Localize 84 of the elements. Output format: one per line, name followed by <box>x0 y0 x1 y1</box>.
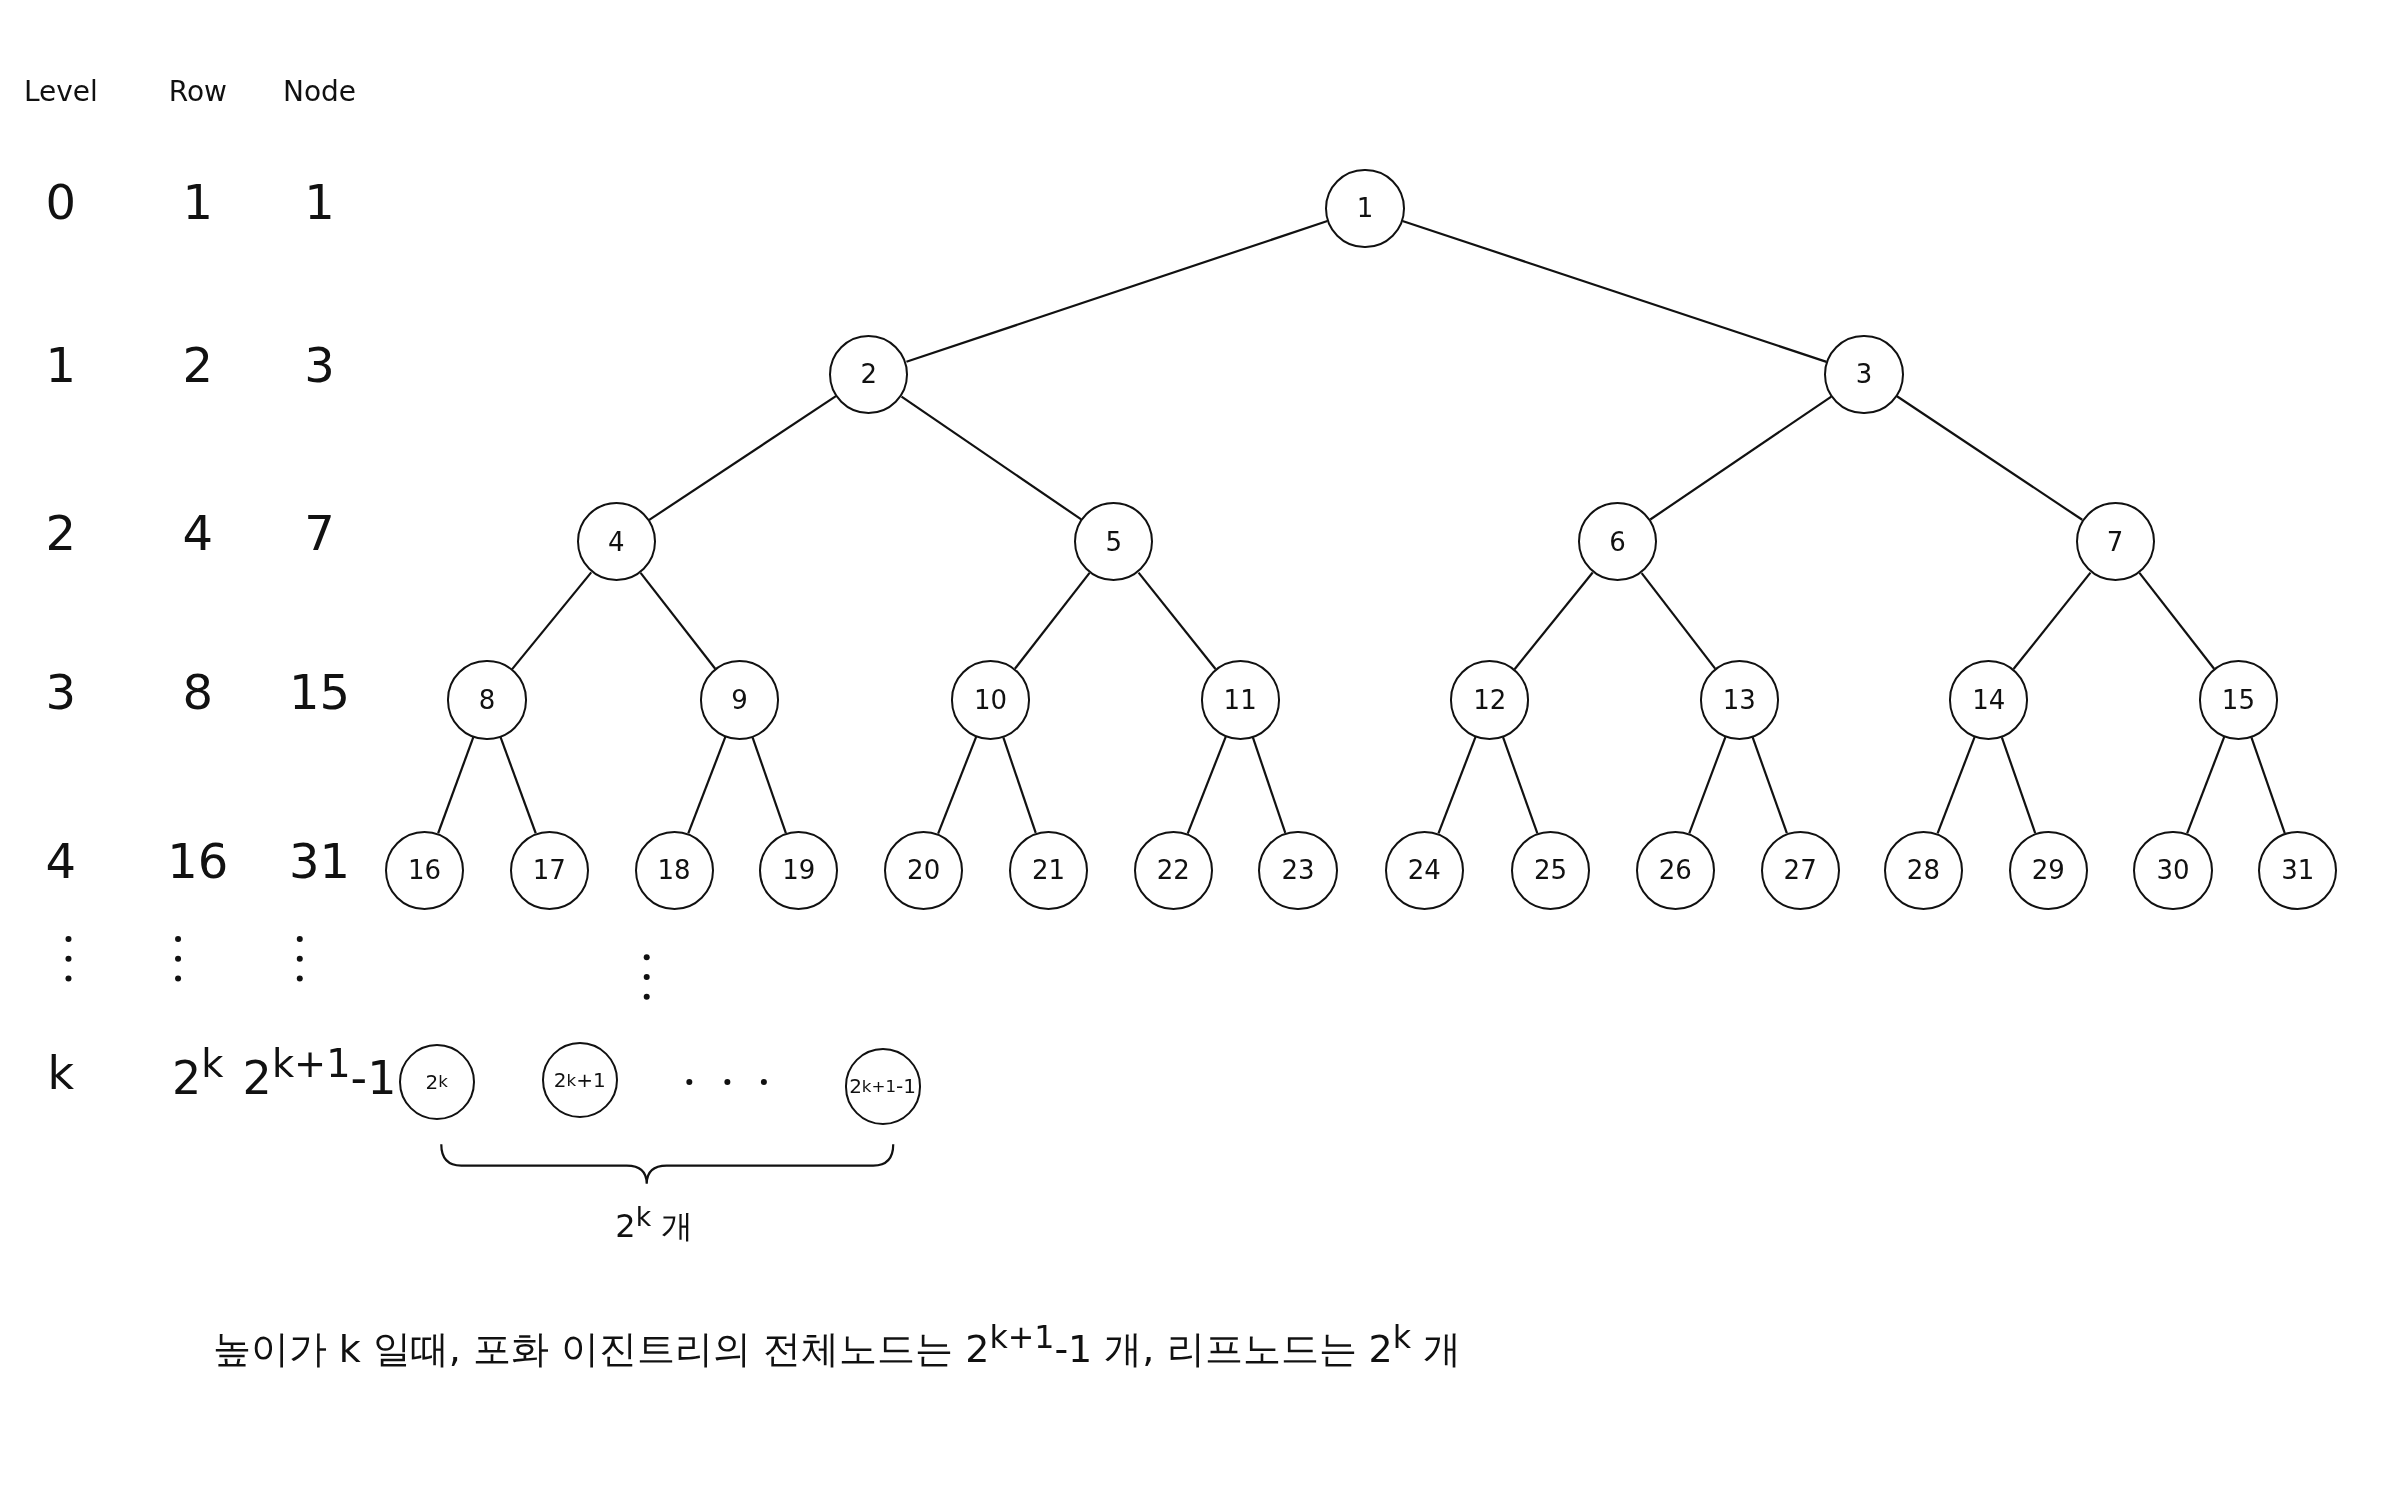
table-value: k <box>47 1045 75 1100</box>
table-value: 7 <box>304 504 335 561</box>
table-value: 4 <box>45 833 77 890</box>
tree-node: 30 <box>2133 830 2213 910</box>
tree-edge <box>1936 736 1976 834</box>
tree-node: 19 <box>759 830 839 910</box>
table-value: 15 <box>289 664 351 721</box>
tree-node: 25 <box>1511 830 1591 910</box>
tree-node: 21 <box>1008 830 1088 910</box>
tree-node: 31 <box>2258 830 2338 910</box>
table-value: 16 <box>167 833 229 890</box>
tree-node: 4 <box>576 502 656 582</box>
tree-edge <box>1502 736 1539 834</box>
table-value: 1 <box>45 337 77 394</box>
tree-edge <box>1513 571 1594 670</box>
table-value: 2$^{k}$ <box>172 1041 224 1105</box>
tree-node: 23 <box>1258 830 1338 910</box>
tree-node: 16 <box>385 830 465 910</box>
tree-edge <box>751 736 787 834</box>
table-value: 0 <box>45 174 77 231</box>
tree-node: 17 <box>509 830 589 910</box>
tree-edge <box>1002 737 1037 834</box>
tree-edge <box>1137 571 1217 670</box>
tree-node: 12 <box>1450 660 1530 740</box>
table-value: 3 <box>45 664 77 721</box>
table-value: 2$^{k+1}$-1 <box>242 1041 397 1105</box>
tree-node: 15 <box>2198 660 2278 740</box>
tree-node: 5 <box>1074 502 1154 582</box>
tree-edge <box>1688 736 1727 834</box>
tree-node: 22 <box>1133 830 1213 910</box>
table-value: 8 <box>182 664 214 721</box>
tree-edge <box>639 572 717 670</box>
tree-node: 2 <box>829 334 909 414</box>
table-value: 2 <box>45 504 77 561</box>
tree-edge <box>1402 219 1827 363</box>
column-header: Row <box>168 74 227 108</box>
tree-node: 9 <box>699 660 780 740</box>
tree-node: 1 <box>1325 168 1405 249</box>
table-value: 1 <box>182 174 214 231</box>
tree-edge <box>1014 572 1091 670</box>
table-value: 2 <box>182 337 214 394</box>
tree-edge <box>900 395 1082 521</box>
tree-edge <box>937 736 978 834</box>
tree-edge <box>2012 571 2092 670</box>
tree-node: 14 <box>1949 660 2029 740</box>
tree-node: 6 <box>1578 502 1658 582</box>
tree-edge <box>2250 736 2286 834</box>
tree-node: 3 <box>1824 334 1904 414</box>
tree-edge <box>1751 736 1788 834</box>
tree-edge <box>1251 737 1287 834</box>
tree-edge <box>1640 572 1717 670</box>
table-value: 4 <box>182 504 214 561</box>
table-value: 1 <box>304 174 335 231</box>
tree-node: 29 <box>2008 830 2088 910</box>
tree-edge <box>906 219 1328 363</box>
tree-node: 18 <box>634 830 714 910</box>
tree-node: 11 <box>1200 660 1280 740</box>
caption: 높이가 k 일때, 포화 이진트리의 전체노드는 2$^{k+1}$-1 개, 리프노드는 2$^{k}$ 개 <box>212 1318 1462 1373</box>
tree-edge <box>2186 736 2226 834</box>
tree-edge <box>2138 572 2215 670</box>
tree-edge <box>1649 395 1832 521</box>
tree-node: 28 <box>1883 830 1963 910</box>
brace-label: 2$^{k}$ 개 <box>615 1200 694 1248</box>
tree-node: 24 <box>1384 830 1464 910</box>
column-header: Node <box>283 74 357 108</box>
tree-node: 10 <box>951 660 1031 740</box>
tree-edge <box>1437 736 1477 834</box>
tree-node: 13 <box>1699 660 1779 740</box>
table-value: 3 <box>304 337 335 394</box>
tree-edge <box>687 736 727 834</box>
tree-edge <box>648 395 837 521</box>
tree-edge <box>1186 736 1227 834</box>
tree-edge <box>2000 736 2037 834</box>
tree-edge <box>1896 395 2083 521</box>
tree-edge <box>499 736 537 834</box>
tree-node: 27 <box>1760 830 1840 910</box>
table-value: 31 <box>289 833 351 890</box>
tree-node: 26 <box>1635 830 1715 910</box>
tree-node: 20 <box>884 830 964 910</box>
tree-node: 7 <box>2075 502 2155 582</box>
tree-node: 8 <box>447 660 527 740</box>
column-header: Level <box>23 74 98 108</box>
tree-edge <box>437 736 475 834</box>
tree-edge <box>511 571 593 671</box>
